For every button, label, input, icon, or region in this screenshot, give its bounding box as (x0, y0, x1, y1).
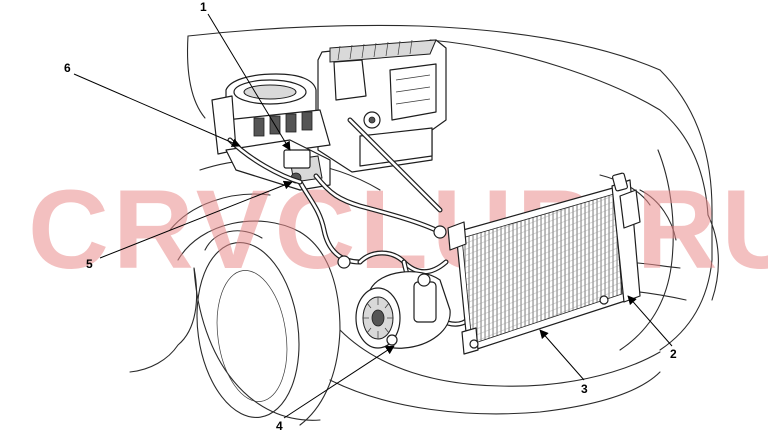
callout-1: 1 (200, 0, 207, 14)
vehicle-body-outline (129, 24, 719, 426)
ac-compressor (355, 271, 451, 349)
leader-2 (627, 295, 673, 347)
callout-6: 6 (64, 61, 71, 75)
leader-3 (539, 329, 585, 381)
leader-4 (283, 345, 395, 419)
callout-labels: 1 2 3 4 5 6 (64, 0, 677, 433)
refrigerant-lines (227, 117, 473, 327)
leader-1 (207, 13, 291, 151)
callout-4: 4 (276, 419, 283, 433)
ac-condenser (447, 172, 641, 355)
callout-3: 3 (581, 382, 588, 396)
callout-leaders (73, 13, 673, 419)
callout-2: 2 (670, 347, 677, 361)
callout-5: 5 (86, 257, 93, 271)
watermark-text: CRVCLUB.RU (28, 167, 768, 292)
leader-6 (73, 73, 241, 147)
leader-5 (99, 180, 293, 259)
